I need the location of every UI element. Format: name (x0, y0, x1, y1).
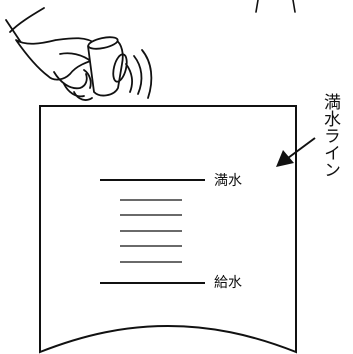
water-supply-label: 給水 (214, 275, 242, 291)
cup-icon (87, 36, 128, 97)
drip-marks (255, 0, 296, 13)
graduation-marks (120, 199, 182, 263)
pour-motion-lines-icon (125, 49, 153, 99)
tank-outline (39, 105, 297, 354)
full-water-line-callout-label: 満水ライン (320, 93, 340, 178)
full-water-label: 満水 (214, 173, 242, 189)
hand-pouring-cup-icon (5, 7, 101, 101)
callout-arrow-icon (276, 137, 316, 167)
